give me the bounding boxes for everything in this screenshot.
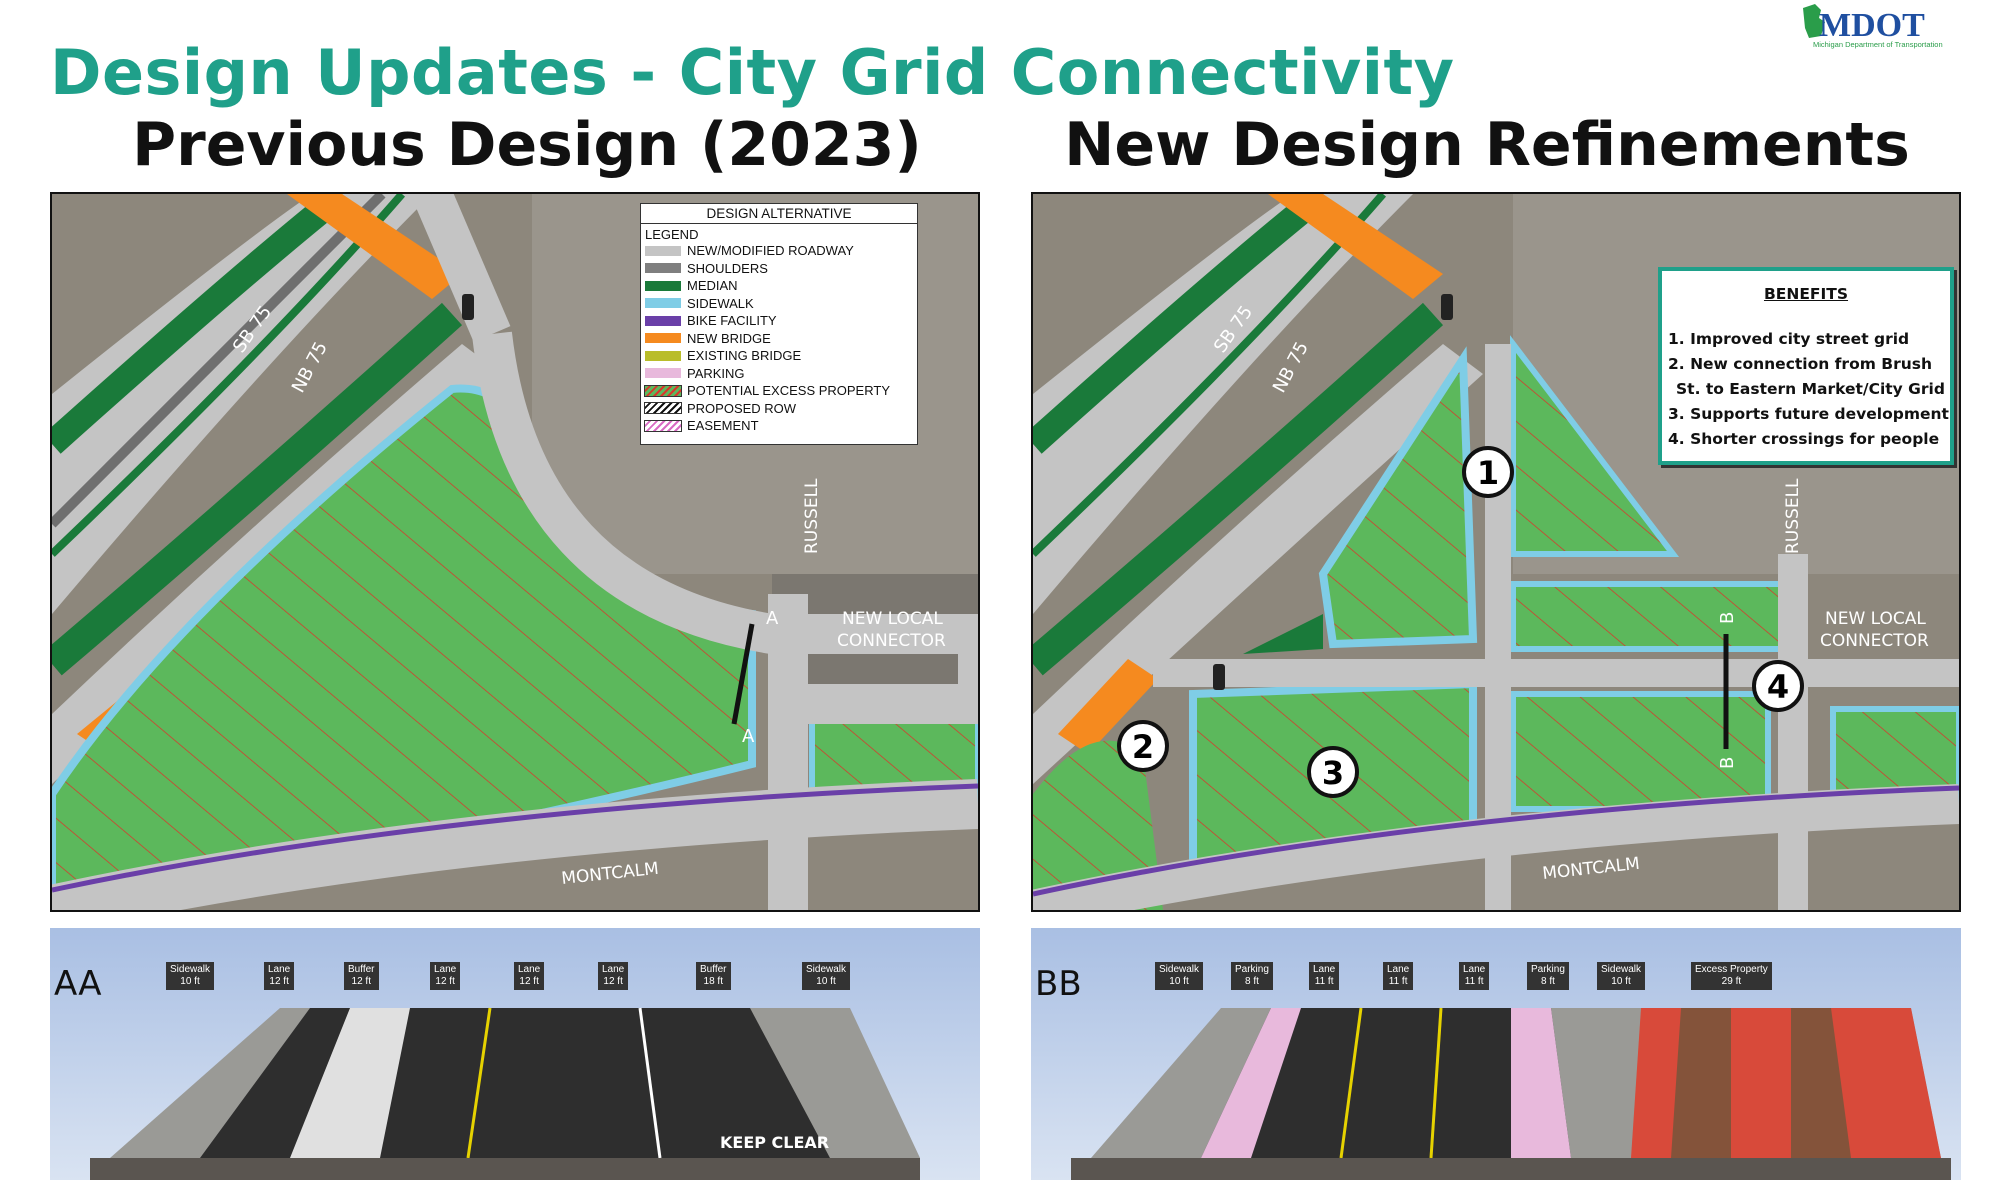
section-label: BB	[1035, 964, 1082, 1004]
traffic-signal-icon	[1441, 294, 1453, 320]
russell-label: RUSSELL	[802, 478, 822, 554]
legend: DESIGN ALTERNATIVE LEGEND NEW/MODIFIED R…	[640, 203, 918, 445]
mdot-logo: MDOT Michigan Department of Transportati…	[1795, 2, 1965, 50]
section-a-top: A	[766, 608, 779, 629]
legend-swatch	[644, 419, 682, 432]
legend-item: EXISTING BRIDGE	[641, 347, 917, 365]
svg-text:4: 4	[1767, 668, 1789, 706]
connector-label: NEW LOCAL	[842, 609, 943, 629]
legend-item: PARKING	[641, 365, 917, 383]
legend-swatch	[644, 402, 682, 415]
legend-item: SHOULDERS	[641, 260, 917, 278]
legend-item: BIKE FACILITY	[641, 312, 917, 330]
marker-1: 1	[1462, 446, 1514, 498]
traffic-signal-icon	[462, 294, 474, 320]
keep-clear-text: KEEP CLEAR	[720, 1133, 829, 1152]
russell-label: RUSSELL	[1783, 478, 1803, 554]
legend-swatch	[645, 350, 681, 361]
benefit-item: 2. New connection from Brush	[1668, 355, 1933, 373]
legend-label: EASEMENT	[687, 418, 759, 434]
legend-swatch	[645, 263, 681, 274]
benefit-item: St. to Eastern Market/City Grid	[1676, 380, 1945, 398]
section-label: AA	[54, 964, 102, 1004]
section-a-bottom: A	[742, 726, 755, 747]
legend-swatch	[645, 298, 681, 309]
legend-item: MEDIAN	[641, 277, 917, 295]
section-b-top: B	[1717, 612, 1738, 624]
legend-label: SIDEWALK	[687, 295, 754, 311]
legend-item: NEW BRIDGE	[641, 330, 917, 348]
marker-4: 4	[1752, 660, 1804, 712]
legend-header: DESIGN ALTERNATIVE	[641, 204, 917, 224]
svg-text:1: 1	[1477, 454, 1499, 492]
connector-label-2: CONNECTOR	[1820, 631, 1929, 651]
traffic-signal-icon	[1213, 664, 1225, 690]
benefit-item: 3. Supports future development	[1668, 405, 1949, 423]
marker-3: 3	[1307, 746, 1359, 798]
legend-subheader: LEGEND	[645, 227, 699, 242]
connector-label-2: CONNECTOR	[837, 631, 946, 651]
svg-text:3: 3	[1322, 754, 1344, 792]
legend-label: MEDIAN	[687, 278, 738, 294]
svg-text:2: 2	[1132, 728, 1154, 766]
legend-swatch	[645, 368, 681, 379]
svg-text:MDOT: MDOT	[1819, 7, 1925, 44]
legend-label: PROPOSED ROW	[687, 400, 797, 416]
connector-label: NEW LOCAL	[1825, 609, 1926, 629]
legend-item: PROPOSED ROW	[641, 400, 917, 418]
new-design-title: New Design Refinements	[1064, 110, 1910, 180]
legend-swatch	[645, 280, 681, 291]
legend-label: EXISTING BRIDGE	[687, 348, 802, 364]
benefit-item: 1. Improved city street grid	[1668, 330, 1910, 348]
legend-label: PARKING	[687, 365, 745, 381]
michigan-shape-icon	[1803, 4, 1825, 38]
benefits-header: BENEFITS	[1763, 285, 1849, 303]
legend-label: BIKE FACILITY	[687, 313, 777, 329]
legend-label: POTENTIAL EXCESS PROPERTY	[687, 383, 890, 399]
legend-swatch	[645, 333, 681, 344]
legend-item: NEW/MODIFIED ROADWAY	[641, 242, 917, 260]
legend-label: NEW/MODIFIED ROADWAY	[687, 243, 854, 259]
new-design-map: 1 2 3 4 SB 75 NB 75 RUSSELL NEW LOCAL CO…	[1031, 192, 1961, 912]
legend-item: EASEMENT	[641, 417, 917, 435]
svg-text:Michigan Department of Transpo: Michigan Department of Transportation	[1813, 40, 1943, 49]
benefits-box: BENEFITS 1. Improved city street grid 2.…	[1658, 267, 1954, 465]
benefit-item: 4. Shorter crossings for people	[1668, 430, 1940, 448]
legend-label: NEW BRIDGE	[687, 330, 771, 346]
legend-swatch	[645, 245, 681, 256]
section-b-bottom: B	[1717, 757, 1738, 769]
legend-item: SIDEWALK	[641, 295, 917, 313]
marker-2: 2	[1117, 720, 1169, 772]
legend-swatch	[645, 315, 681, 326]
page-title: Design Updates - City Grid Connectivity	[50, 36, 1455, 109]
legend-swatch	[644, 384, 682, 397]
legend-label: SHOULDERS	[687, 260, 768, 276]
previous-design-title: Previous Design (2023)	[132, 110, 922, 180]
legend-item: POTENTIAL EXCESS PROPERTY	[641, 382, 917, 400]
